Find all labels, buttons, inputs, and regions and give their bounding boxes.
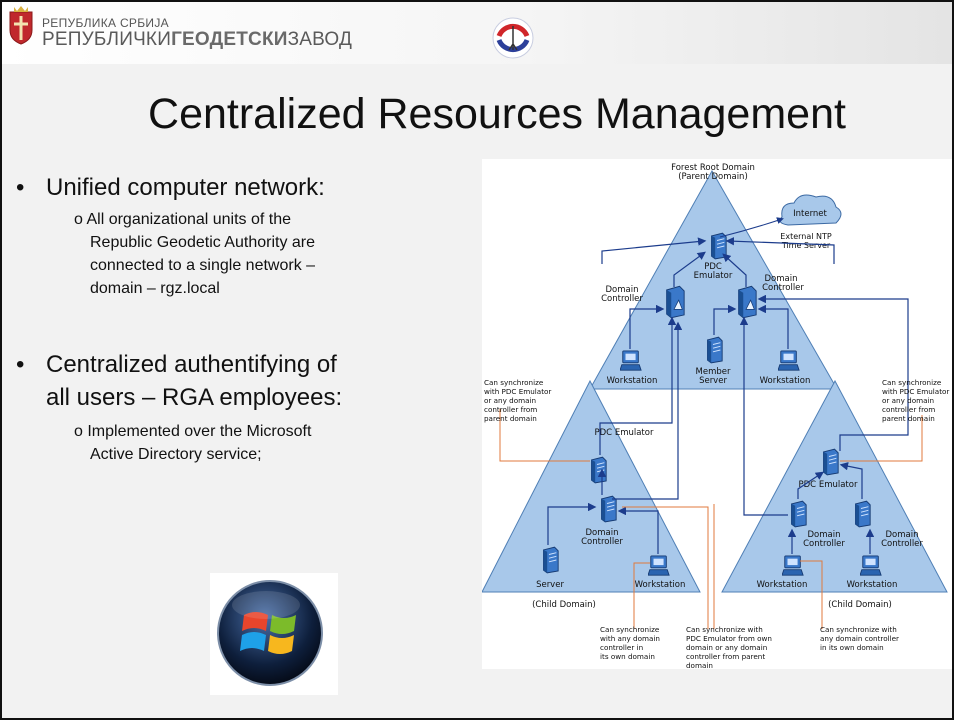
workstation-icon [860,555,882,576]
svg-text:Workstation: Workstation [760,376,811,386]
svg-text:parent domain: parent domain [484,414,537,423]
sync-note-bottom-3: Can synchronize with any domain controll… [820,625,899,652]
svg-text:Can synchronize with: Can synchronize with [686,625,763,634]
svg-text:Workstation: Workstation [757,580,808,590]
svg-text:Member: Member [696,367,731,377]
svg-text:Controller: Controller [881,539,923,549]
svg-text:Domain: Domain [586,528,619,538]
svg-text:PDC Emulator: PDC Emulator [799,480,858,490]
workstation-icon [778,350,800,371]
server-icon [711,232,727,260]
svg-text:with PDC Emulator: with PDC Emulator [484,387,551,396]
svg-text:Controller: Controller [803,539,845,549]
sub-bullet: o All organizational units of the [74,211,292,228]
workstation-icon [620,350,642,371]
sync-note-bottom-1: Can synchronize with any domain controll… [600,625,660,661]
server-icon [666,285,685,319]
ad-domain-diagram: Forest Root Domain (Parent Domain) Inter… [481,159,952,670]
svg-text:controller from parent: controller from parent [686,652,765,661]
svg-text:Workstation: Workstation [635,580,686,590]
svg-text:Domain: Domain [886,530,919,540]
server-icon [707,336,723,364]
svg-text:PDC: PDC [704,262,722,272]
svg-text:(Child Domain): (Child Domain) [532,600,596,610]
svg-text:PDC Emulator: PDC Emulator [595,428,654,438]
svg-text:External NTP: External NTP [780,232,832,241]
workstation-icon [648,555,670,576]
org-name-line1: РЕПУБЛИКА СРБИЈА [42,16,169,30]
org-name-line2: РЕПУБЛИЧКИГЕОДЕТСКИЗАВОД [42,29,353,50]
sync-note-left: Can synchronize with PDC Emulator or any… [484,378,551,423]
svg-text:in its own domain: in its own domain [820,643,884,652]
svg-text:Controller: Controller [762,283,804,293]
slide-title: Centralized Resources Management [148,90,846,138]
svg-text:Controller: Controller [601,294,643,304]
svg-text:Internet: Internet [793,209,827,219]
slide-header: РЕПУБЛИКА СРБИЈА РЕПУБЛИЧКИГЕОДЕТСКИЗАВО… [2,2,952,64]
svg-text:controller in: controller in [600,643,643,652]
svg-text:Server: Server [536,580,564,590]
svg-text:controller from: controller from [484,405,537,414]
svg-text:its own domain: its own domain [600,652,655,661]
server-icon [601,495,617,523]
server-icon [591,456,607,484]
crest-icon [9,6,33,45]
server-icon [543,546,559,574]
svg-text:any domain controller: any domain controller [820,634,899,643]
bullet-dot: • [16,351,25,378]
svg-text:or any domain: or any domain [484,396,536,405]
svg-text:or any domain: or any domain [882,396,934,405]
svg-text:PDC Emulator from own: PDC Emulator from own [686,634,772,643]
svg-text:Time Server: Time Server [781,241,831,250]
svg-text:Workstation: Workstation [607,376,658,386]
bullet-dot: • [16,174,25,201]
svg-text:with any domain: with any domain [600,634,660,643]
cloud-icon: Internet [779,194,842,226]
forest-root-title: Forest Root Domain [671,163,755,173]
svg-text:domain: domain [686,661,713,669]
windows-logo-icon [210,573,338,695]
svg-text:parent domain: parent domain [882,414,935,423]
server-icon [791,500,807,528]
server-icon [823,448,839,476]
svg-text:Domain: Domain [765,274,798,284]
svg-text:(Child Domain): (Child Domain) [828,600,892,610]
svg-text:Emulator: Emulator [694,271,733,281]
forest-root-subtitle: (Parent Domain) [678,172,748,182]
svg-text:Domain: Domain [808,530,841,540]
workstation-icon [782,555,804,576]
sub-bullet-cont: Republic Geodetic Authority are connecte… [90,234,316,297]
server-icon [738,285,757,319]
svg-text:Controller: Controller [581,537,623,547]
svg-text:domain or any domain: domain or any domain [686,643,767,652]
svg-text:controller from: controller from [882,405,935,414]
svg-text:with PDC Emulator: with PDC Emulator [882,387,949,396]
svg-text:Workstation: Workstation [847,580,898,590]
sub-bullet-cont: Active Directory service; [90,446,262,463]
sync-note-bottom-2: Can synchronize with PDC Emulator from o… [686,625,772,670]
svg-text:Can synchronize: Can synchronize [600,625,660,634]
svg-text:Can synchronize with: Can synchronize with [820,625,897,634]
svg-text:Can synchronize: Can synchronize [882,378,942,387]
sub-bullet: o Implemented over the Microsoft [74,423,312,440]
server-icon [855,500,871,528]
svg-text:Can synchronize: Can synchronize [484,378,544,387]
svg-text:Server: Server [699,376,727,386]
svg-text:Domain: Domain [606,285,639,295]
sync-note-right: Can synchronize with PDC Emulator or any… [882,378,949,423]
geodetic-logo-icon [492,17,534,59]
